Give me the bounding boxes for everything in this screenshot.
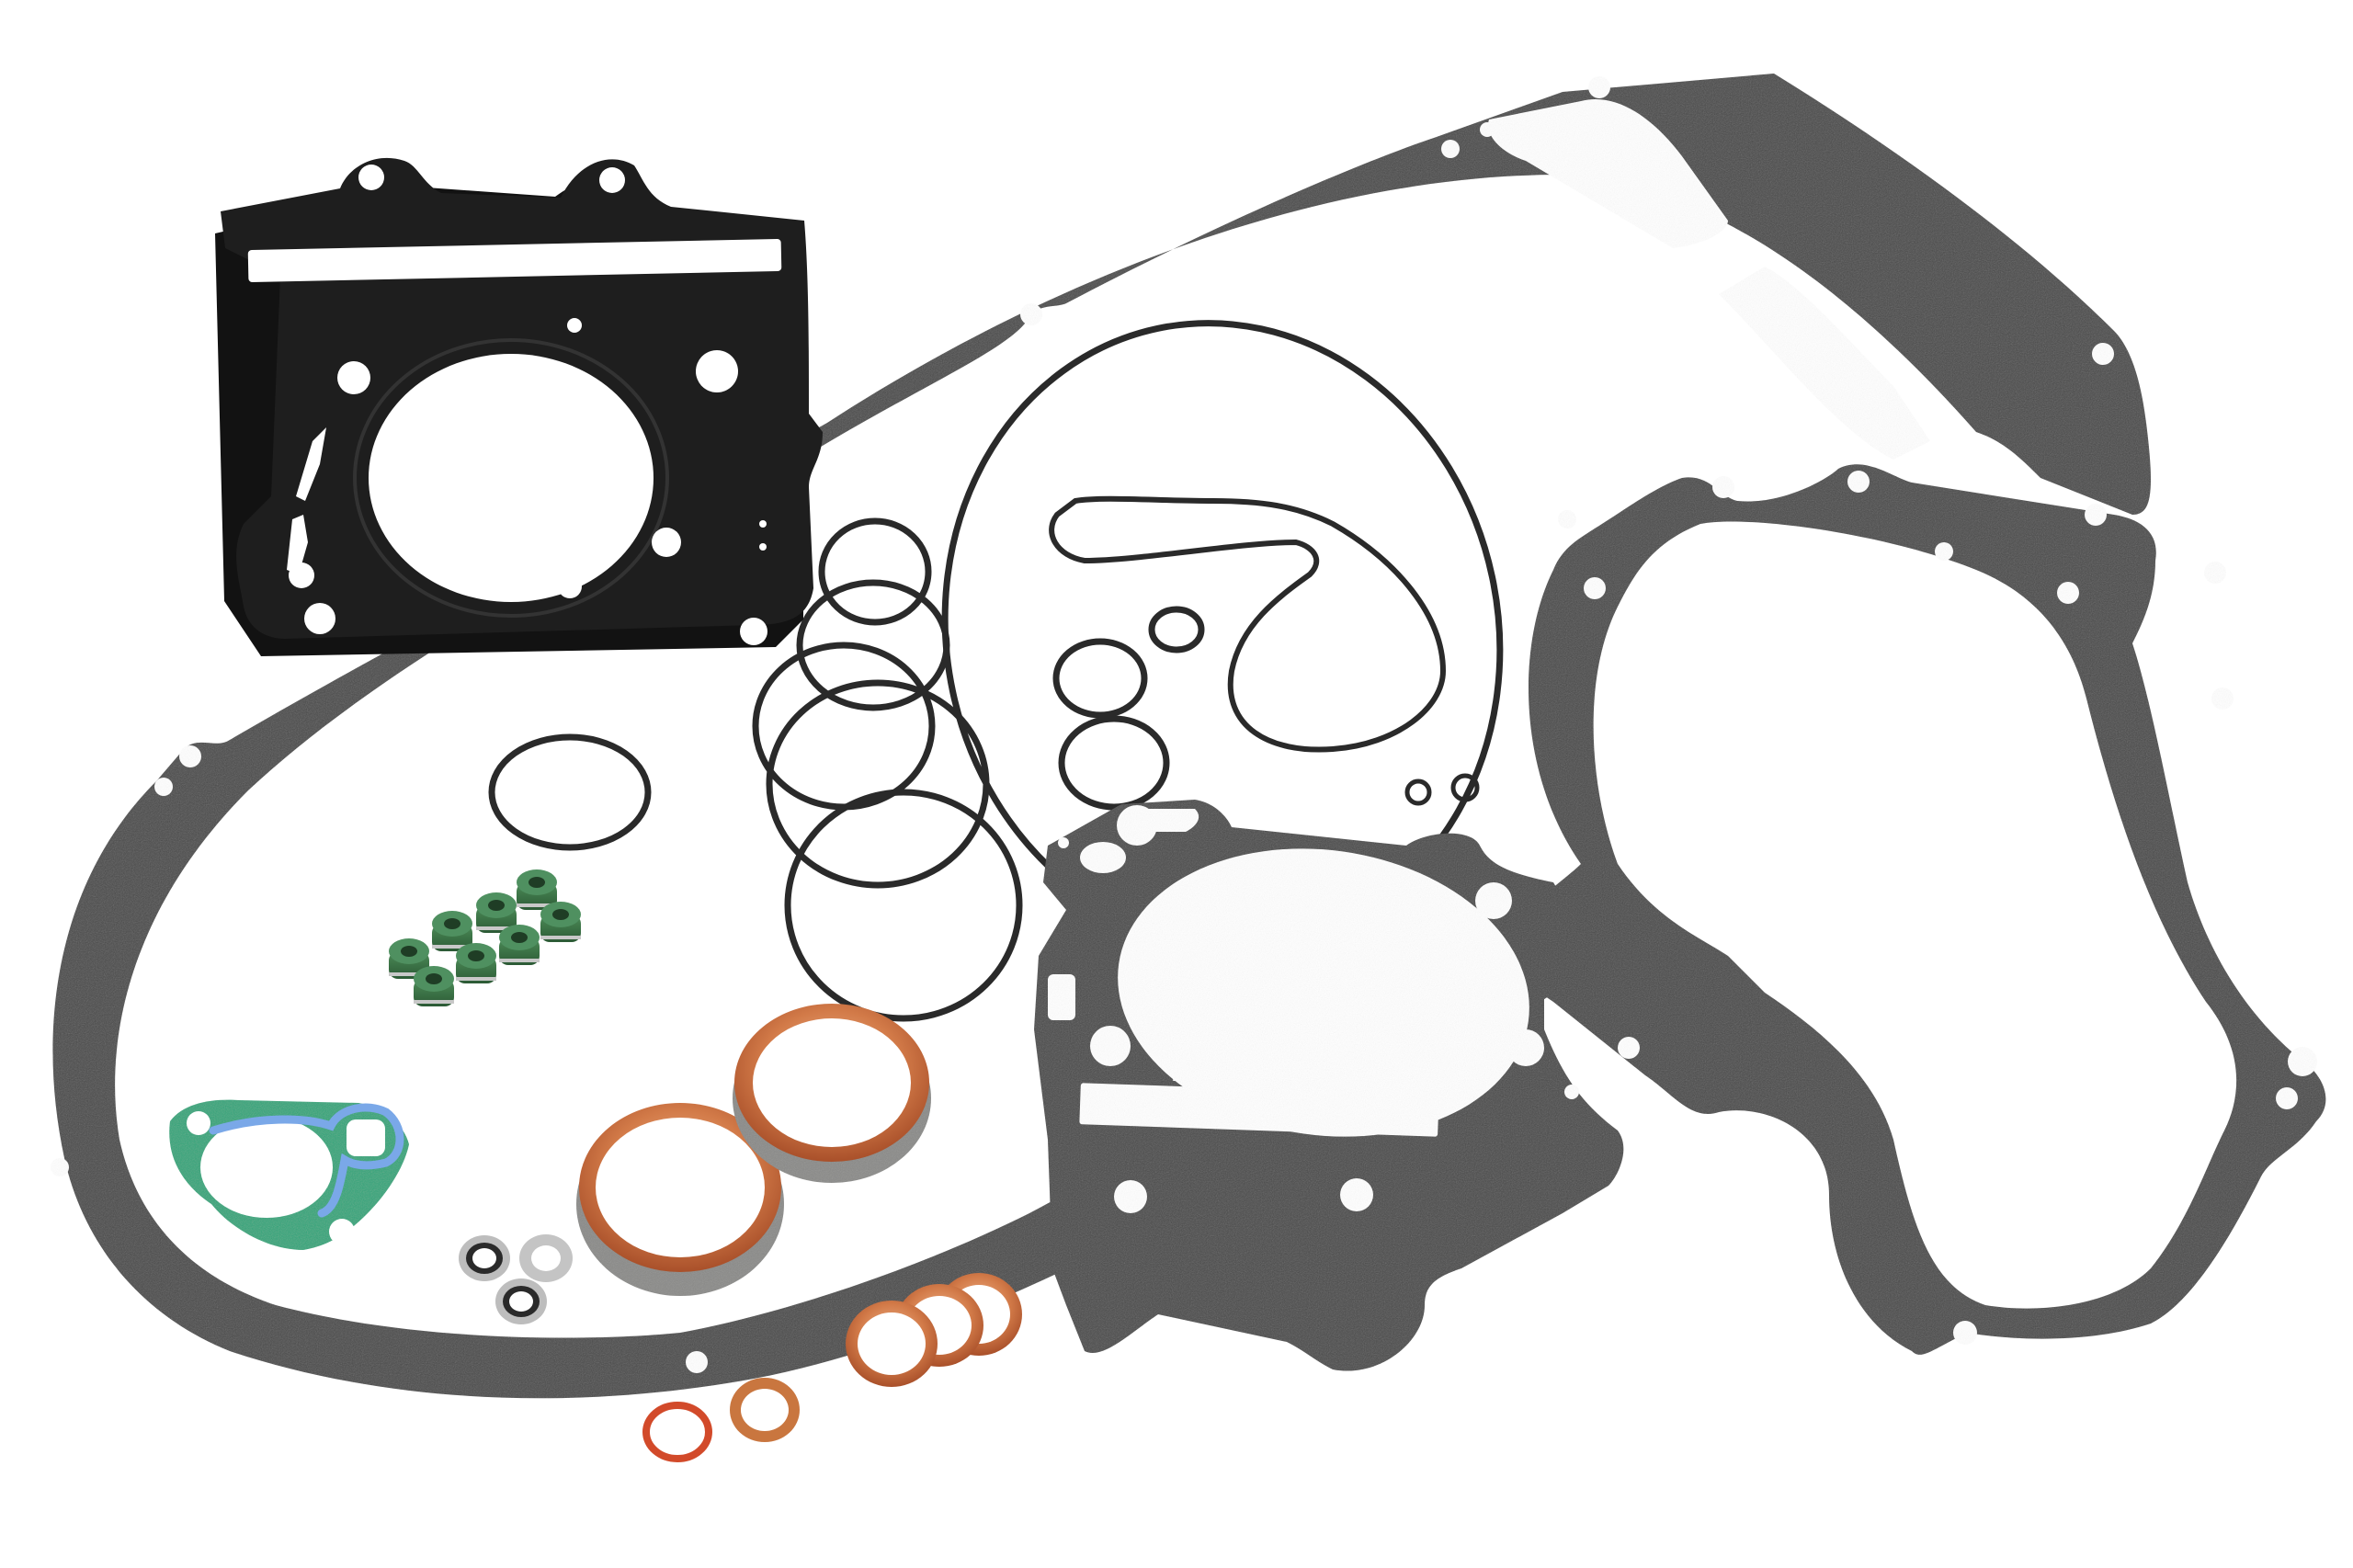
o-ring-small <box>1404 778 1432 806</box>
small-copper-washer <box>730 1378 800 1442</box>
o-rings-medium <box>488 517 1205 1022</box>
valve-stem-seal <box>517 869 557 910</box>
outer-gasket-cutout-lower <box>1719 267 1930 460</box>
red-o-ring <box>642 1402 712 1462</box>
valve-stem-seal <box>414 966 454 1006</box>
o-ring <box>1052 638 1148 719</box>
outer-gasket-cutout-upper <box>1488 99 1728 248</box>
o-ring <box>818 517 932 626</box>
o-ring <box>488 733 652 851</box>
o-ring <box>1148 606 1205 653</box>
o-ring-small <box>1450 773 1480 802</box>
o-ring <box>752 642 936 811</box>
green-gasket-hole <box>329 1219 355 1244</box>
valve-stem-seal <box>476 892 517 933</box>
base-gasket-small-slot <box>1268 1062 1415 1079</box>
head-gasket-bore <box>369 354 654 602</box>
head-gasket-holes <box>289 165 767 645</box>
cylinder-head-gasket <box>215 157 823 657</box>
o-ring <box>766 679 990 889</box>
flat-washer <box>519 1234 573 1282</box>
outer-cover-gasket-outline <box>52 74 2152 1399</box>
copper-crush-washers <box>846 1273 1022 1387</box>
valve-stem-seal <box>456 943 496 983</box>
o-rings-small <box>1404 773 1480 806</box>
base-gasket-lower-slot <box>1079 1083 1439 1137</box>
green-gasket-hole <box>187 1111 210 1135</box>
head-gasket-bore-bead <box>353 338 669 618</box>
base-gasket-holes <box>1048 805 1579 1213</box>
o-ring <box>796 579 950 711</box>
bonded-seal <box>495 1278 547 1324</box>
o-ring <box>1058 715 1170 811</box>
green-gasket-bore <box>200 1117 333 1218</box>
crankcase-cover-gasket-outline <box>1507 464 2326 1355</box>
bonded-seal <box>459 1235 510 1281</box>
base-gasket-stamp: Z O <box>1172 1057 1222 1087</box>
valve-stem-seal <box>432 911 472 951</box>
head-gasket-oil-slot <box>296 427 326 501</box>
valve-stem-seals <box>389 869 581 1006</box>
small-washers <box>642 1378 800 1462</box>
exhaust-gasket <box>576 1103 784 1296</box>
head-gasket-top-slot <box>247 239 782 282</box>
green-gasket-window <box>347 1119 385 1156</box>
outer-cover-gasket <box>51 74 2152 1399</box>
cylinder-base-gasket: Z O <box>1034 800 1624 1371</box>
crankcase-cover-gasket <box>1499 464 2326 1355</box>
valve-stem-seal <box>499 925 540 965</box>
valve-stem-seal <box>540 902 581 942</box>
o-ring <box>784 789 1023 1022</box>
bonded-seals <box>459 1234 573 1324</box>
green-gasket <box>169 1099 409 1250</box>
copper-crush-washer <box>846 1301 938 1387</box>
shaped-o-ring <box>1049 495 1447 753</box>
exhaust-gaskets <box>576 1004 931 1296</box>
exhaust-gasket <box>733 1004 931 1183</box>
green-gasket-sealing-bead <box>209 1103 404 1218</box>
head-gasket-oil-slot-lower <box>287 515 308 574</box>
